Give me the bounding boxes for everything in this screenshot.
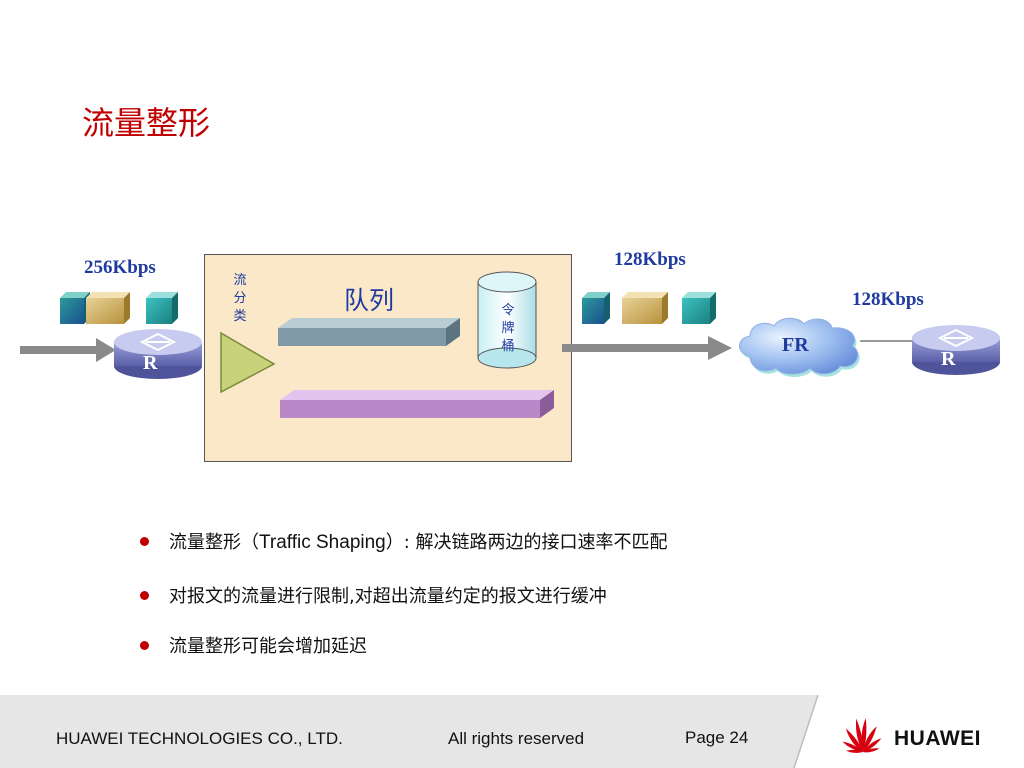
packet-1 (60, 292, 90, 324)
router-right-label: R (941, 348, 957, 370)
packet-out-3 (682, 292, 716, 324)
output-arrow (562, 336, 732, 360)
classifier-label: 流 分 类 (233, 273, 247, 324)
packet-out-1 (582, 292, 610, 324)
input-packets (60, 292, 178, 324)
packet-3 (146, 292, 178, 324)
fr-link-line (860, 340, 920, 342)
packet-out-2 (622, 292, 668, 324)
bullet-item: 流量整形（Traffic Shaping）: 解决链路两边的接口速率不匹配 (140, 528, 668, 554)
huawei-brand-text: HUAWEI (894, 727, 981, 750)
fr-cloud-label: FR (782, 334, 809, 356)
queue-label: 队列 (344, 286, 395, 315)
bullet-dot (140, 590, 149, 600)
packet-2 (86, 292, 130, 324)
page-title: 流量整形 (82, 104, 211, 142)
router-left-icon (114, 329, 202, 379)
fr-rate-label: 128Kbps (852, 289, 924, 310)
fr-cloud-icon (739, 317, 860, 377)
bullet-item: 对报文的流量进行限制,对超出流量约定的报文进行缓冲 (140, 582, 607, 608)
footer-bar (0, 695, 1024, 768)
output-packets (582, 292, 716, 324)
huawei-logo-icon (842, 718, 882, 753)
bullet-dot (140, 536, 149, 546)
router-left-label: R (143, 352, 159, 374)
footer-rights: All rights reserved (448, 729, 585, 748)
token-bucket-icon (477, 271, 537, 369)
bullet-dot (140, 640, 149, 650)
classifier-shape (220, 331, 276, 394)
input-arrow (20, 338, 116, 362)
queue-bar-top (278, 318, 460, 346)
queue-bar-bottom (280, 390, 554, 418)
footer-divider-shape (793, 695, 1024, 768)
router-right-icon (912, 325, 1000, 375)
output-rate-label: 128Kbps (614, 249, 686, 270)
footer-company: HUAWEI TECHNOLOGIES CO., LTD. (56, 729, 343, 748)
input-rate-label: 256Kbps (84, 257, 156, 278)
bullet-item: 流量整形可能会增加延迟 (140, 632, 367, 658)
token-bucket-label: 令 牌 桶 (501, 303, 515, 354)
footer-page-number: Page 24 (685, 728, 749, 747)
